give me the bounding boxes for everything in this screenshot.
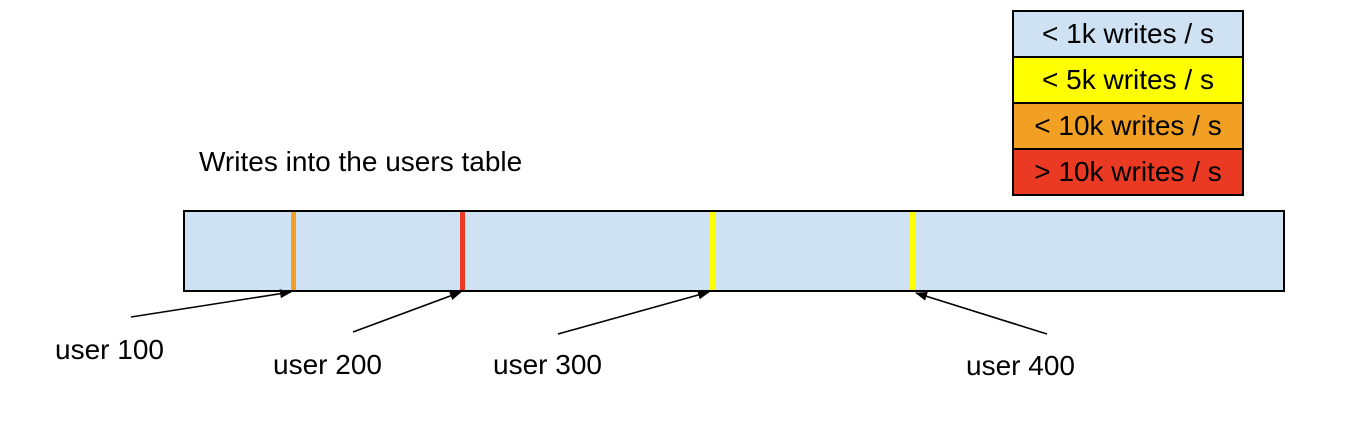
legend-item-gt-10k: > 10k writes / s xyxy=(1012,148,1244,196)
label-user-400: user 400 xyxy=(966,350,1075,381)
write-marker-user-400 xyxy=(910,212,915,290)
legend-item-lt-10k: < 10k writes / s xyxy=(1012,102,1244,150)
write-marker-user-200 xyxy=(460,212,466,290)
legend: < 1k writes / s < 5k writes / s < 10k wr… xyxy=(1012,10,1244,196)
label-user-200: user 200 xyxy=(273,349,382,380)
legend-item-lt-5k: < 5k writes / s xyxy=(1012,56,1244,104)
write-marker-user-100 xyxy=(290,212,296,290)
arrow-user-200 xyxy=(352,291,462,333)
write-marker-user-300 xyxy=(709,212,715,290)
arrow-user-300 xyxy=(557,290,710,335)
arrow-user-400 xyxy=(915,291,1048,335)
label-user-300: user 300 xyxy=(493,349,602,380)
users-table-bar xyxy=(183,210,1285,292)
label-user-100: user 100 xyxy=(55,334,164,365)
diagram-title: Writes into the users table xyxy=(199,146,523,177)
legend-item-lt-1k: < 1k writes / s xyxy=(1012,10,1244,58)
arrow-user-100 xyxy=(130,289,292,318)
